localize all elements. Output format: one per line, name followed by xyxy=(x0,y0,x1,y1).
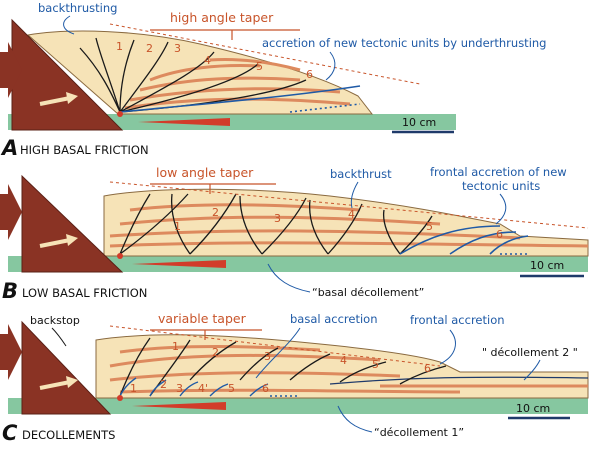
taper-bar-c xyxy=(150,329,262,340)
leader-basal-accretion xyxy=(255,327,301,379)
unit-c-upper-6: 6 xyxy=(424,362,431,375)
taper-line-b xyxy=(109,181,589,229)
shear-wedge-a xyxy=(138,118,230,126)
label-variable-taper: variable taper xyxy=(158,311,247,326)
lower-faults-c xyxy=(119,377,269,397)
leader-backstop xyxy=(51,327,67,347)
unit-b-4: 4 xyxy=(348,208,355,221)
faults-b xyxy=(119,193,433,255)
decollement2-line xyxy=(329,376,589,385)
label-high-taper: high angle taper xyxy=(170,10,274,25)
tip-point-b xyxy=(117,253,123,259)
unit-c-lower-4: 4' xyxy=(198,382,208,395)
backstop-c xyxy=(21,320,112,415)
unit-b-1: 1 xyxy=(174,220,181,233)
unit-b-5: 5 xyxy=(426,220,433,233)
underthrust-dots-a xyxy=(289,103,361,113)
panel-a: 10 cm backthrusting high angle taper acc… xyxy=(0,1,546,160)
label-frontal-1: frontal accretion of new xyxy=(430,165,567,179)
slide-arrowhead-a xyxy=(66,92,78,104)
unit-a-1: 1 xyxy=(116,40,123,53)
taper-bar-a xyxy=(150,29,300,40)
label-backthrust: backthrust xyxy=(330,167,392,181)
unit-a-6: 6 xyxy=(306,68,313,81)
leader-backthrust xyxy=(350,181,359,209)
base-plate-b xyxy=(8,256,588,272)
unit-c-upper-4: 4 xyxy=(340,354,347,367)
backstop-b xyxy=(21,174,124,273)
leader-frontal-accretion xyxy=(439,329,456,365)
upper-faults-c xyxy=(119,337,447,397)
label-underthrusting: accretion of new tectonic units by under… xyxy=(262,36,546,50)
unit-c-lower-5: 5 xyxy=(228,382,235,395)
taper-line-c xyxy=(109,325,441,367)
scale-label-a: 10 cm xyxy=(402,116,436,129)
push-arrow-a xyxy=(0,42,22,98)
shear-wedge-c xyxy=(132,402,226,410)
leader-basal xyxy=(267,263,311,293)
label-decollement-2: " décollement 2 " xyxy=(482,346,578,359)
panel-c: 10 cm backstop variable taper basal accr… xyxy=(0,311,589,445)
unit-a-5: 5 xyxy=(256,60,263,73)
scale-label-c: 10 cm xyxy=(516,402,550,415)
unit-c-lower-3: 3 xyxy=(176,382,183,395)
unit-c-upper-5: 5 xyxy=(372,358,379,371)
letter-a: A xyxy=(0,136,18,160)
label-basal-decollement: “basal décollement” xyxy=(312,286,424,299)
shear-wedge-b xyxy=(132,260,226,268)
base-plate-a xyxy=(8,114,456,130)
leader-backthrusting xyxy=(63,15,75,35)
slide-arrow-b xyxy=(39,238,71,248)
unit-c-lower-6: 6 xyxy=(262,382,269,395)
underthrust-a xyxy=(119,85,361,113)
faults-a xyxy=(79,37,307,113)
push-arrow-c xyxy=(0,324,22,380)
unit-c-upper-3: 3 xyxy=(264,350,271,363)
taper-line-a xyxy=(109,23,421,85)
slide-arrowhead-c xyxy=(66,376,78,388)
slide-arrowhead-b xyxy=(66,234,78,246)
unit-a-2: 2 xyxy=(146,42,153,55)
leader-frontal xyxy=(495,193,507,225)
tip-point-a xyxy=(117,111,123,117)
leader-underthrusting xyxy=(325,51,336,81)
label-frontal-2: tectonic units xyxy=(462,179,540,193)
strata-c xyxy=(109,345,461,394)
letter-c: C xyxy=(2,421,18,445)
unit-a-4: 4 xyxy=(204,54,211,67)
unit-b-6: 6 xyxy=(496,228,503,241)
strata-b xyxy=(109,203,589,248)
unit-c-upper-2: 2 xyxy=(212,346,219,359)
label-basal-accretion: basal accretion xyxy=(290,312,378,326)
panel-b: 10 cm low angle taper backthrust frontal… xyxy=(0,165,589,303)
unit-c-lower-1: 1 xyxy=(130,382,137,395)
letter-b: B xyxy=(2,279,18,303)
unit-b-3: 3 xyxy=(274,212,281,225)
label-backstop: backstop xyxy=(30,314,80,327)
label-decollement-1: “décollement 1” xyxy=(374,426,464,439)
caption-b: LOW BASAL FRICTION xyxy=(22,286,147,300)
wedge-c xyxy=(95,334,589,399)
frontal-thrust-b xyxy=(399,225,529,255)
unit-a-3: 3 xyxy=(174,42,181,55)
push-arrow-b xyxy=(0,184,22,240)
label-low-taper: low angle taper xyxy=(156,165,254,180)
slide-arrow-a xyxy=(39,96,71,106)
caption-a: HIGH BASAL FRICTION xyxy=(20,143,149,157)
scale-label-b: 10 cm xyxy=(530,259,564,272)
taper-bar-b xyxy=(150,183,276,194)
caption-c: DECOLLEMENTS xyxy=(22,428,115,442)
unit-c-upper-1: 1 xyxy=(172,340,179,353)
label-backthrusting: backthrusting xyxy=(38,1,117,15)
leader-decollement-1 xyxy=(337,405,373,433)
slide-arrow-c xyxy=(39,380,71,390)
unit-c-lower-2: 2 xyxy=(160,378,167,391)
unit-b-2: 2 xyxy=(212,206,219,219)
label-frontal-accretion: frontal accretion xyxy=(410,313,505,327)
tip-point-c xyxy=(117,395,123,401)
leader-decollement-2 xyxy=(523,359,541,381)
base-plate-c xyxy=(8,398,588,414)
